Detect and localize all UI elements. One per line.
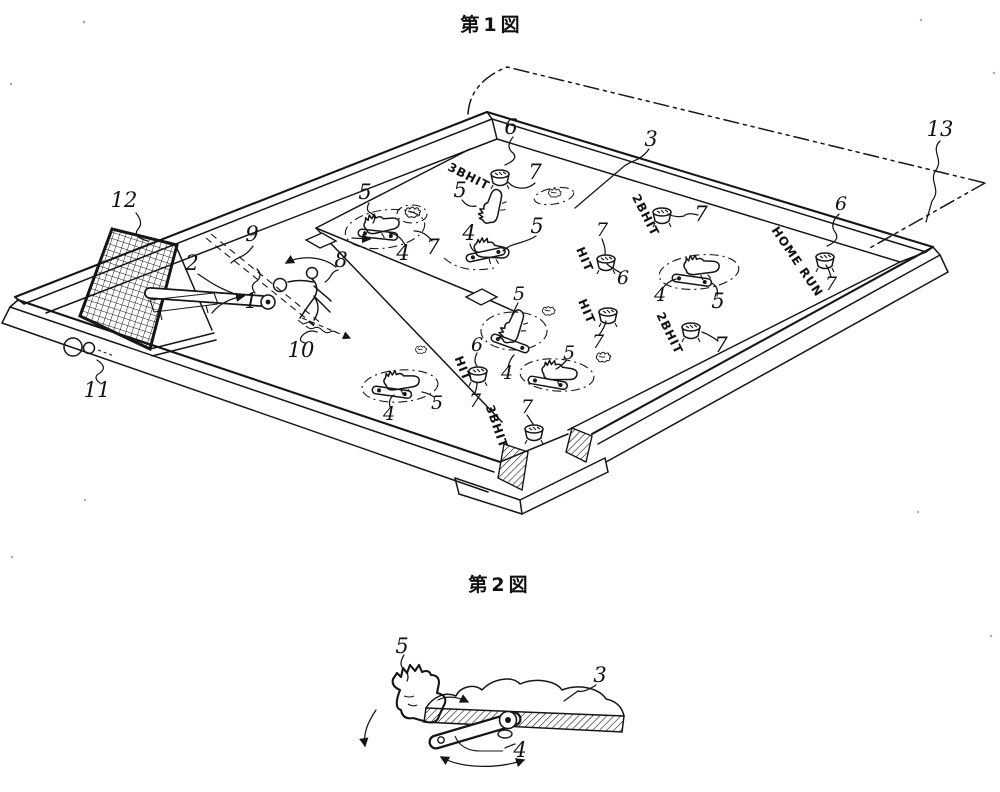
pivot-sweep-arrow-icon (439, 756, 526, 768)
field-lines (304, 148, 517, 423)
field-label-hit: HIT (452, 354, 474, 383)
figure1: 第1図 (1, 13, 986, 515)
figure2: 第2図 (359, 573, 625, 768)
figure2-leaders (400, 654, 597, 749)
pivot-arm (428, 710, 522, 752)
ref-label-5: 5 (711, 289, 724, 313)
ref-label-6: 6 (617, 267, 629, 289)
batter-swing-arrow-icon (284, 254, 337, 268)
ref-label-5: 5 (395, 634, 408, 658)
scan-specks (9, 18, 996, 638)
figure1-title: 第1図 (460, 13, 523, 36)
field-label-hit: HIT (573, 245, 596, 274)
cover-sheet-13 (467, 66, 986, 250)
ref-label-4: 4 (500, 362, 513, 384)
ref-label-6: 6 (504, 115, 517, 139)
figure2-numerals: 5 3 4 (395, 634, 606, 762)
figure2-title: 第2図 (468, 573, 531, 596)
ref-label-11: 11 (84, 378, 111, 402)
backstop-net (78, 227, 217, 357)
ref-label-7: 7 (596, 219, 609, 241)
field-label-2bhit: 2BHIT (653, 310, 685, 357)
trajectory-lines (205, 233, 352, 340)
ref-label-4: 4 (461, 221, 475, 245)
wall-cut-end-left (497, 443, 529, 492)
ref-label-6: 6 (835, 193, 847, 215)
ref-label-7: 7 (592, 331, 605, 353)
ref-label-2: 2 (184, 251, 198, 275)
ref-label-5: 5 (530, 214, 543, 238)
base-marker (464, 288, 499, 306)
board-fragment (423, 678, 625, 733)
fall-arrow-icon (359, 709, 377, 748)
ball-scribbles (396, 186, 612, 363)
ref-label-5: 5 (358, 180, 371, 204)
leader-lines (95, 136, 941, 425)
ref-label-7: 7 (528, 160, 542, 184)
ref-label-4: 4 (395, 241, 409, 265)
ref-label-3: 3 (644, 127, 657, 151)
trigger-knob (63, 337, 115, 357)
ref-label-4: 4 (512, 738, 526, 762)
ref-label-7: 7 (825, 273, 838, 295)
ref-label-5: 5 (563, 342, 575, 364)
ref-label-1: 1 (244, 289, 257, 313)
ref-label-5: 5 (513, 283, 525, 305)
game-board-frame (1, 110, 949, 515)
ref-label-7: 7 (694, 202, 708, 226)
ref-label-3: 3 (593, 663, 606, 687)
ref-numerals: 12 9 2 8 1 10 11 6 3 13 5 4 7 5 4 7 5 7 … (84, 115, 954, 425)
ref-label-8: 8 (334, 248, 347, 272)
ref-label-9: 9 (245, 222, 258, 246)
lateral-arrow-icon (437, 694, 470, 703)
motion-arrows (359, 694, 526, 768)
ref-label-7: 7 (426, 235, 440, 259)
bat-mechanism (144, 287, 276, 321)
ref-label-4: 4 (653, 284, 666, 306)
ref-label-4: 4 (382, 403, 395, 425)
base-marker (304, 232, 338, 249)
batter-figure (272, 254, 337, 327)
ref-label-7: 7 (469, 390, 482, 412)
ref-label-12: 12 (111, 188, 138, 212)
ref-label-7: 7 (521, 396, 534, 418)
ref-label-13: 13 (927, 117, 954, 141)
field-label-hit: HIT (575, 297, 598, 326)
ref-label-5: 5 (431, 392, 443, 414)
ref-label-6: 6 (471, 334, 483, 356)
ref-label-7: 7 (714, 333, 728, 357)
swing-direction-arrow-icon (211, 292, 246, 314)
ref-label-5: 5 (453, 178, 466, 202)
wall-cut-end-right (565, 427, 593, 464)
player-targets (344, 185, 740, 403)
ref-label-10: 10 (288, 338, 315, 362)
field-label-3bhit: 3BHIT (483, 403, 511, 450)
